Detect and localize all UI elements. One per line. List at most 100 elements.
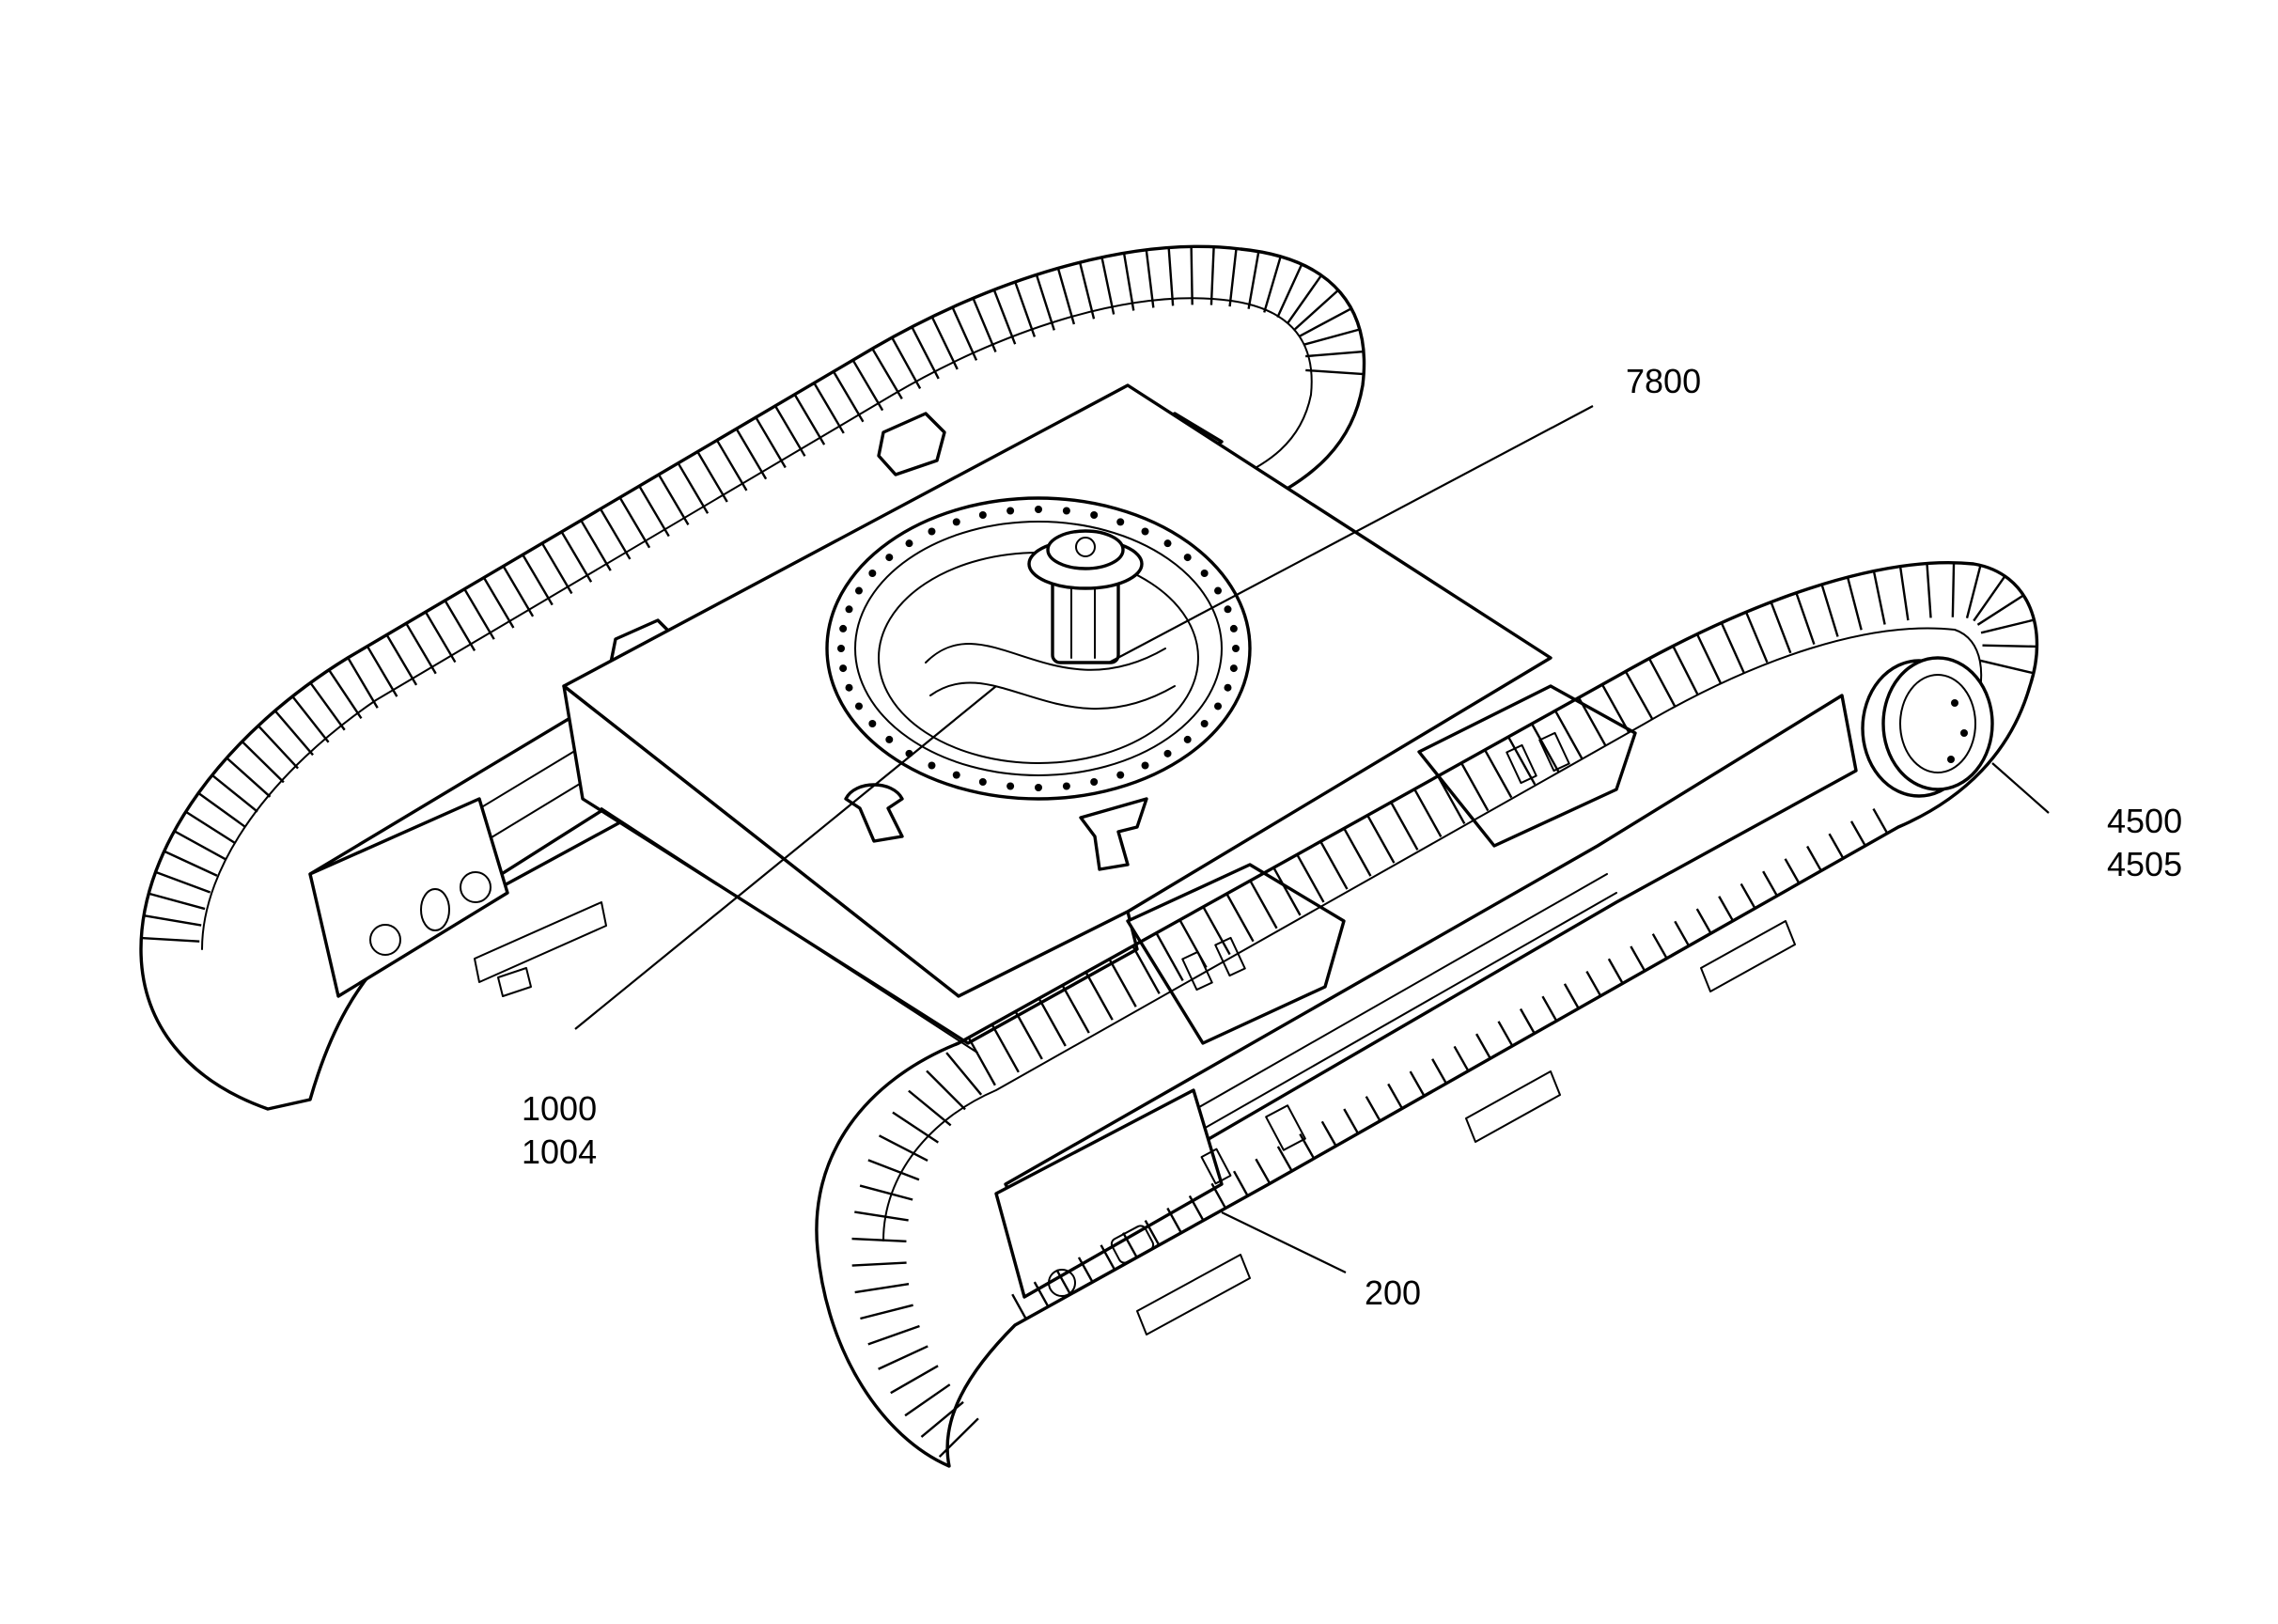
track-shoe	[1744, 611, 1769, 664]
bolt-hole	[854, 702, 863, 710]
track-shoe	[867, 1324, 920, 1346]
bolt-hole	[1116, 518, 1125, 526]
track-shoe	[155, 870, 211, 894]
bolt-hole	[952, 771, 960, 779]
track-shoe	[1976, 594, 2024, 626]
track-shoe	[1225, 893, 1255, 943]
track-shoe	[1965, 565, 1982, 619]
track-shoe	[173, 830, 226, 861]
track-shoe	[463, 588, 495, 640]
bolt-hole	[905, 539, 913, 548]
track-shoe	[1055, 1269, 1072, 1295]
track-shoe	[1202, 906, 1231, 956]
track-shoe	[1980, 659, 2035, 675]
bolt-hole	[854, 586, 863, 595]
track-shoe	[1624, 670, 1654, 720]
car-body-front	[562, 684, 1139, 1045]
bolt-hole	[978, 510, 987, 519]
bolt-hole	[845, 605, 853, 614]
bolt-hole	[952, 518, 960, 526]
track-shoe	[878, 1134, 928, 1162]
track-shoe	[677, 462, 710, 514]
track-shoe	[1320, 1120, 1337, 1147]
callout-7800: 7800	[1626, 362, 1701, 400]
right-track-assembly	[815, 561, 2039, 1468]
track-shoe	[1973, 575, 2006, 622]
bolt-hole	[1062, 782, 1070, 790]
track-shoe	[226, 757, 272, 798]
track-shoe	[1519, 1007, 1536, 1035]
track-shoe	[540, 542, 573, 595]
track-shoe	[580, 520, 612, 571]
track-shoe	[1530, 723, 1560, 773]
track-shoe	[992, 289, 1017, 345]
track-shoe	[854, 1282, 910, 1294]
right-frame-window-2	[1200, 1148, 1232, 1185]
track-shoe	[618, 496, 651, 549]
track-shoe	[1287, 274, 1323, 324]
callout-label: 1000	[522, 1089, 597, 1128]
track-shoe	[482, 576, 515, 629]
track-shoe	[1720, 622, 1745, 674]
bolt-hole	[1200, 569, 1209, 577]
track-shoe	[1249, 880, 1278, 929]
track-shoe	[967, 1037, 996, 1086]
track-shoe	[1247, 251, 1260, 309]
track-shoe	[1387, 1083, 1404, 1110]
track-shoe	[1846, 576, 1863, 631]
track-shoe	[859, 1184, 913, 1201]
track-shoe	[951, 306, 978, 361]
track-shoe	[1563, 983, 1580, 1009]
track-shoe	[1674, 920, 1691, 947]
track-shoe	[1122, 1232, 1138, 1258]
swing-bearing-bolt-holes	[837, 506, 1240, 791]
track-shoe	[891, 336, 922, 390]
track-shoe	[1188, 1195, 1205, 1222]
bolt-hole	[868, 569, 877, 577]
track-shoe	[143, 914, 202, 927]
track-shoe	[1806, 845, 1822, 872]
track-shoe	[1695, 908, 1712, 934]
track-shoe	[1263, 256, 1282, 313]
track-shoe	[1108, 959, 1137, 1007]
track-shoe	[1100, 1244, 1116, 1271]
track-shoe	[257, 725, 299, 770]
track-shoe	[1061, 984, 1090, 1034]
track-shoe	[1390, 802, 1419, 851]
bolt-hole	[1062, 507, 1070, 515]
track-shoe	[1672, 645, 1699, 695]
track-shoe	[1038, 997, 1067, 1047]
track-shoe	[1849, 820, 1866, 847]
bolt-hole	[1229, 664, 1238, 673]
track-shoe	[141, 936, 200, 943]
track-shoe	[309, 681, 346, 731]
swing-bearing-inner	[854, 521, 1223, 776]
track-shoe	[904, 1383, 951, 1417]
track-shoe	[1233, 1170, 1249, 1197]
right-track-outer	[815, 561, 2039, 1468]
bolt-hole	[1035, 506, 1042, 513]
track-shoe	[1951, 562, 1956, 617]
track-shoe	[1100, 257, 1116, 315]
track-shoe	[1980, 618, 2035, 634]
track-shoe	[1228, 248, 1238, 307]
track-shoe	[890, 1365, 939, 1395]
track-shoe	[892, 1111, 939, 1144]
right-track-inner	[882, 627, 1983, 1241]
track-shoe	[1255, 1158, 1272, 1184]
swing-bearing-outer	[825, 496, 1252, 801]
track-shoe	[273, 710, 314, 757]
travel-motor-4500	[1861, 656, 1994, 798]
bolt-hole	[845, 683, 853, 692]
bolt-hole	[1229, 624, 1238, 632]
track-shoe	[851, 1261, 907, 1267]
track-shoe	[926, 1070, 966, 1111]
track-shoe	[405, 622, 437, 675]
track-shoe	[715, 439, 748, 492]
leader-200	[1221, 1211, 1347, 1273]
track-shoe	[1131, 945, 1161, 994]
bolt-hole	[1224, 605, 1232, 614]
track-shoe	[1453, 1045, 1470, 1072]
